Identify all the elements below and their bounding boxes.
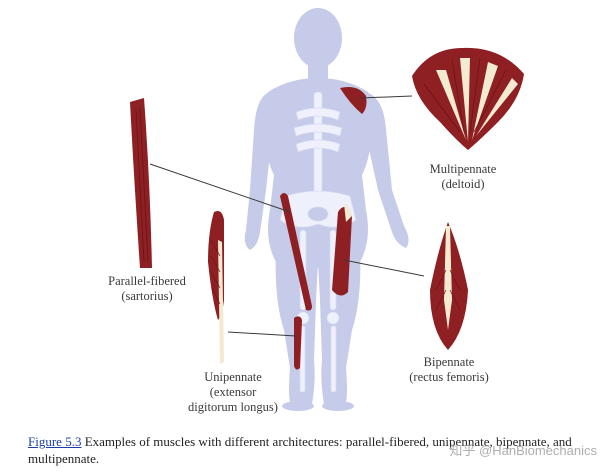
body-sartorius — [280, 193, 312, 311]
body-deltoid — [340, 87, 367, 114]
leader-line-unipennate — [227, 331, 297, 337]
figure-caption: Figure 5.3 Examples of muscles with diff… — [28, 433, 598, 467]
skeleton-outline — [279, 91, 357, 393]
label-bipennate: Bipennate (rectus femoris) — [394, 355, 504, 385]
muscle-architecture-figure — [130, 8, 524, 411]
body-rectus-femoris — [332, 204, 352, 296]
label-bipennate-line1: Bipennate — [423, 355, 475, 369]
body-extensor-digitorum — [294, 316, 302, 370]
label-unipennate-line3: digitorum longus) — [188, 400, 278, 414]
label-unipennate-line1: Unipennate — [204, 370, 262, 384]
label-bipennate-line2: (rectus femoris) — [409, 370, 489, 384]
label-parallel-line2: (sartorius) — [121, 289, 173, 303]
unipennate-muscle — [208, 211, 224, 364]
label-parallel-fibered: Parallel-fibered (sartorius) — [92, 274, 202, 304]
label-multipennate-line1: Multipennate — [429, 162, 497, 176]
multipennate-muscle — [412, 47, 524, 150]
leader-line-bipennate — [343, 259, 425, 277]
label-multipennate-line2: (deltoid) — [441, 177, 485, 191]
leader-line-parallel — [149, 163, 291, 213]
leader-line-multipennate — [359, 95, 413, 99]
leader-lines — [149, 95, 425, 337]
bipennate-muscle — [430, 222, 468, 350]
parallel-fibered-muscle — [130, 98, 152, 268]
watermark: 知乎 @HanBiomechanics — [449, 443, 597, 458]
label-parallel-line1: Parallel-fibered — [108, 274, 186, 288]
label-multipennate: Multipennate (deltoid) — [408, 162, 518, 192]
figure-reference-link[interactable]: Figure 5.3 — [28, 434, 82, 449]
caption-text: Examples of muscles with different archi… — [28, 434, 572, 466]
label-unipennate-line2: (extensor — [209, 385, 257, 399]
label-unipennate: Unipennate (extensor digitorum longus) — [178, 370, 288, 415]
